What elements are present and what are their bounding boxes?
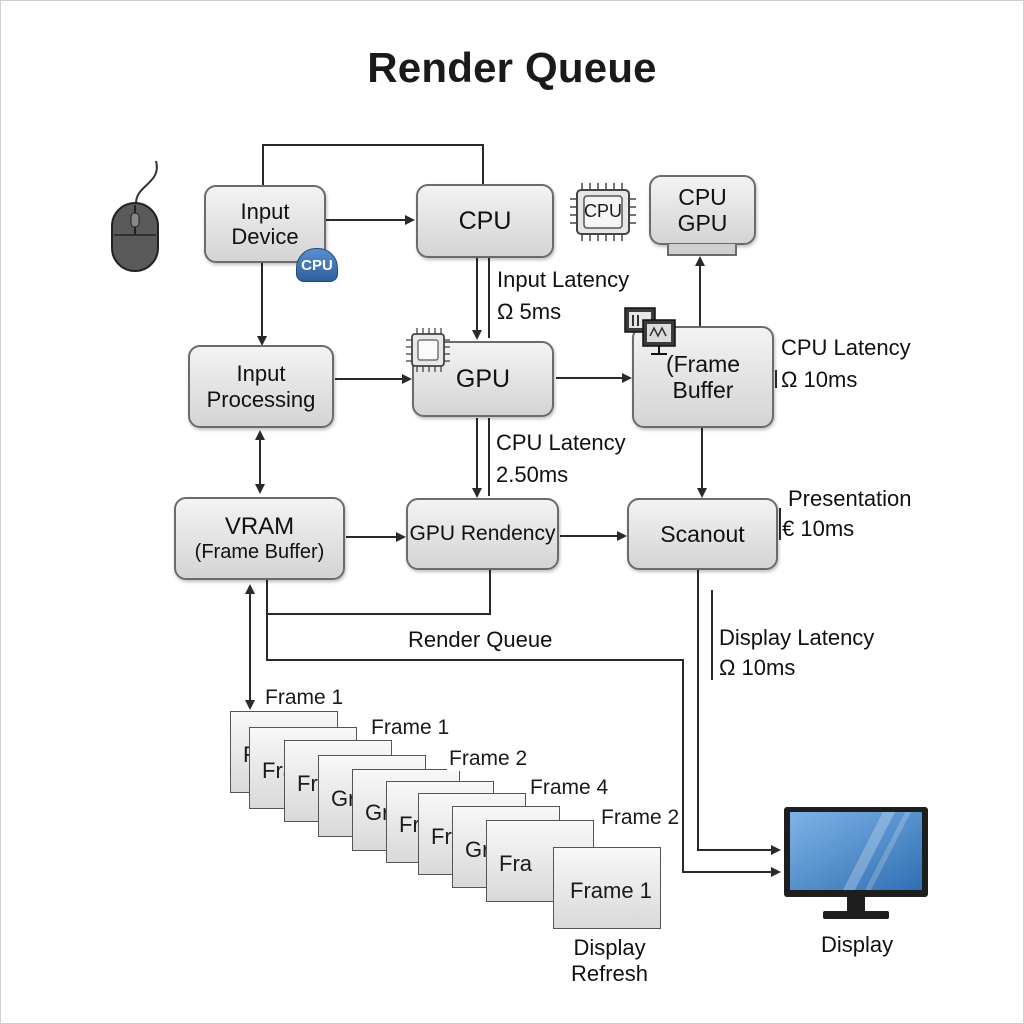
gpu-chip-icon (406, 328, 450, 372)
label-cpu-latency-mid-value: 2.50ms (496, 462, 569, 488)
node-vram-line2: (Frame Buffer) (194, 540, 325, 563)
label-display-latency-title: Display Latency (719, 625, 875, 650)
cpu-chip-text: CPU (583, 201, 622, 221)
diagram-title: Render Queue (367, 44, 657, 91)
label-display-refresh-line2: Refresh (571, 961, 649, 987)
display-icon (784, 807, 928, 919)
node-gpu-rendency-label: GPU Rendency (409, 521, 556, 545)
label-display-refresh: Display Refresh (571, 935, 648, 988)
node-frame-buffer-line1: (Frame (665, 350, 741, 377)
node-cpu-label: CPU (458, 206, 512, 235)
node-vram: VRAM (Frame Buffer) (174, 497, 345, 580)
node-input-processing-line1: Input (236, 361, 286, 387)
arrow-scanout-to-display (697, 570, 781, 855)
arrow-vram-to-display (266, 614, 781, 877)
frame-label: Frame 1 (263, 686, 346, 710)
node-input-processing-line2: Processing (206, 386, 316, 412)
node-input-device-line2: Device (231, 224, 299, 249)
node-scanout-label: Scanout (660, 520, 745, 547)
label-input-latency-title: Input Latency (497, 267, 630, 292)
label-display-latency: Display Latency Ω 10ms (719, 625, 874, 682)
label-presentation: Presentation € 10ms (782, 486, 912, 543)
label-display-latency-value: Ω 10ms (719, 655, 796, 681)
frame-label: Frame 2 (447, 747, 530, 771)
node-gpu-label: GPU (455, 364, 511, 393)
cpu-badge-icon: CPU (296, 248, 338, 282)
mouse-icon (111, 160, 159, 272)
node-scanout: Scanout (627, 498, 778, 570)
node-gpu-rendency: GPU Rendency (406, 498, 559, 570)
label-render-queue: Render Queue (408, 627, 553, 652)
label-input-latency-value: Ω 5ms (497, 299, 562, 325)
cpu-badge-text: CPU (301, 257, 333, 274)
label-cpu-latency-mid-title: CPU Latency (496, 430, 626, 455)
node-cpu-gpu-line2: GPU (677, 210, 728, 236)
node-frame-buffer-line2: Buffer (672, 377, 734, 403)
node-cpu-gpu: CPU GPU (649, 175, 756, 245)
label-cpu-latency-top-title: CPU Latency (781, 335, 911, 360)
frame-label: Frame 1 (369, 716, 452, 740)
node-vram-line1: VRAM (224, 513, 295, 541)
frame-label: Frame 4 (528, 776, 611, 800)
label-display-refresh-line1: Display (573, 935, 646, 960)
node-cpu: CPU (416, 184, 554, 258)
label-presentation-title: Presentation (788, 486, 912, 511)
label-presentation-value: € 10ms (782, 516, 855, 542)
node-input-processing: Input Processing (188, 345, 334, 428)
monitor-icon (624, 307, 676, 355)
label-input-latency: Input Latency Ω 5ms (497, 267, 629, 326)
node-input-device-line1: Input (240, 198, 290, 224)
node-cpu-gpu-line1: CPU (678, 183, 727, 210)
label-cpu-latency-top: CPU Latency Ω 10ms (781, 335, 911, 394)
loop-connector-bottom (266, 570, 491, 615)
label-cpu-latency-top-value: Ω 10ms (781, 367, 858, 393)
label-display: Display (821, 932, 894, 957)
loop-connector-top (262, 144, 484, 185)
label-cpu-latency-mid: CPU Latency 2.50ms (496, 430, 626, 489)
cpu-gpu-stand (667, 244, 737, 256)
frame-label: Frame 2 (599, 806, 682, 830)
cpu-chip-icon: CPU (568, 181, 638, 243)
frame-card: Frame 1 (553, 847, 661, 929)
